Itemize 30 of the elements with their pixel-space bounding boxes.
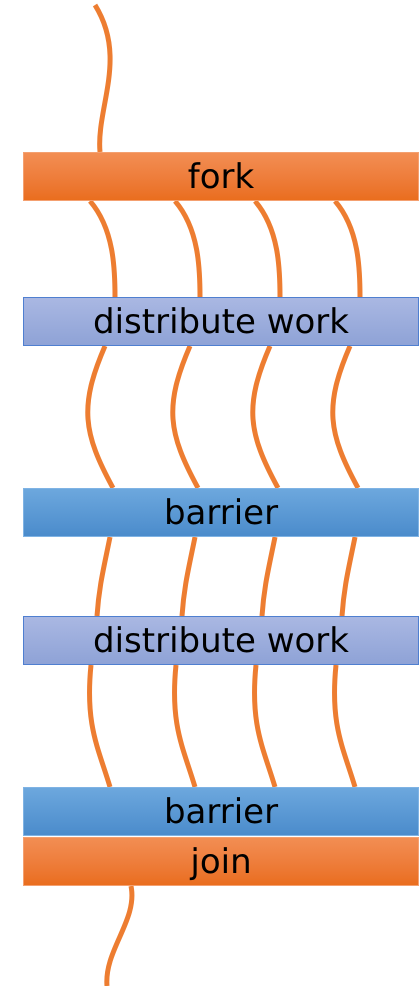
bar-label: barrier: [164, 794, 278, 828]
bar-label: distribute work: [93, 624, 349, 658]
bar-label: distribute work: [93, 304, 349, 338]
thread-line: [170, 345, 200, 490]
thread-line: [104, 886, 134, 986]
thread-line: [94, 536, 112, 616]
thread-line: [173, 199, 202, 297]
thread-line: [332, 664, 358, 788]
bar-label: barrier: [164, 496, 278, 530]
work-bar: [23, 297, 419, 346]
thread-line: [85, 345, 116, 490]
thread-line: [252, 664, 278, 788]
thread-line: [88, 199, 118, 297]
work-bar: [23, 616, 419, 665]
thread-line: [172, 664, 198, 788]
thread-line: [250, 345, 280, 490]
thread-line: [87, 664, 112, 788]
bar-label: fork: [188, 160, 254, 194]
fork-join-bar: [23, 837, 419, 886]
fork-join-bar: [23, 152, 419, 201]
thread-line: [92, 4, 113, 152]
barrier-bar: [23, 488, 419, 537]
thread-line: [180, 536, 198, 616]
bar-label: join: [190, 844, 252, 878]
thread-line: [340, 536, 358, 616]
thread-line: [260, 536, 278, 616]
thread-line: [253, 199, 282, 297]
thread-line: [333, 199, 362, 297]
barrier-bar: [23, 787, 419, 836]
thread-line: [330, 345, 360, 490]
